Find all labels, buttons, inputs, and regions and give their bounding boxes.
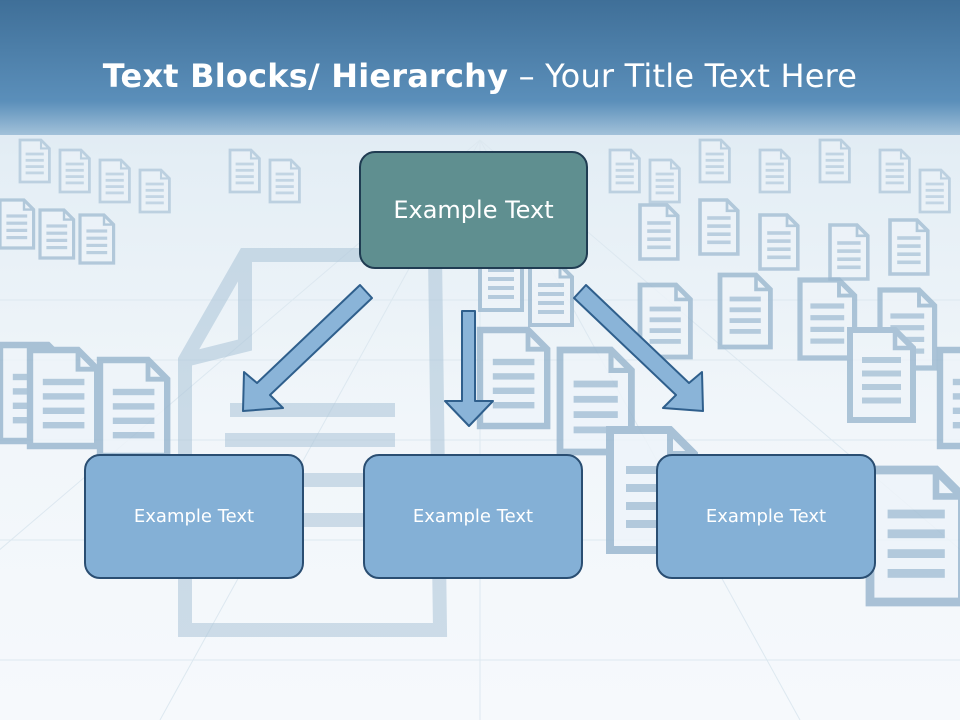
child-box-label: Example Text xyxy=(412,506,534,527)
hierarchy-root-box[interactable]: Example Text xyxy=(359,151,588,269)
title-bar xyxy=(0,0,960,135)
title-regular-part: – Your Title Text Here xyxy=(508,57,858,95)
child-box-label: Example Text xyxy=(705,506,827,527)
slide-title: Text Blocks/ Hierarchy – Your Title Text… xyxy=(0,54,960,98)
arrow-to-left-child xyxy=(242,284,373,412)
root-box-label: Example Text xyxy=(393,196,554,224)
hierarchy-child-box-right[interactable]: Example Text xyxy=(656,454,876,579)
hierarchy-child-box-center[interactable]: Example Text xyxy=(363,454,583,579)
hierarchy-child-box-left[interactable]: Example Text xyxy=(84,454,304,579)
arrow-to-center-child xyxy=(444,310,494,427)
title-bold-part: Text Blocks/ Hierarchy xyxy=(102,57,509,95)
child-box-label: Example Text xyxy=(133,506,255,527)
arrow-to-right-child xyxy=(573,284,704,412)
